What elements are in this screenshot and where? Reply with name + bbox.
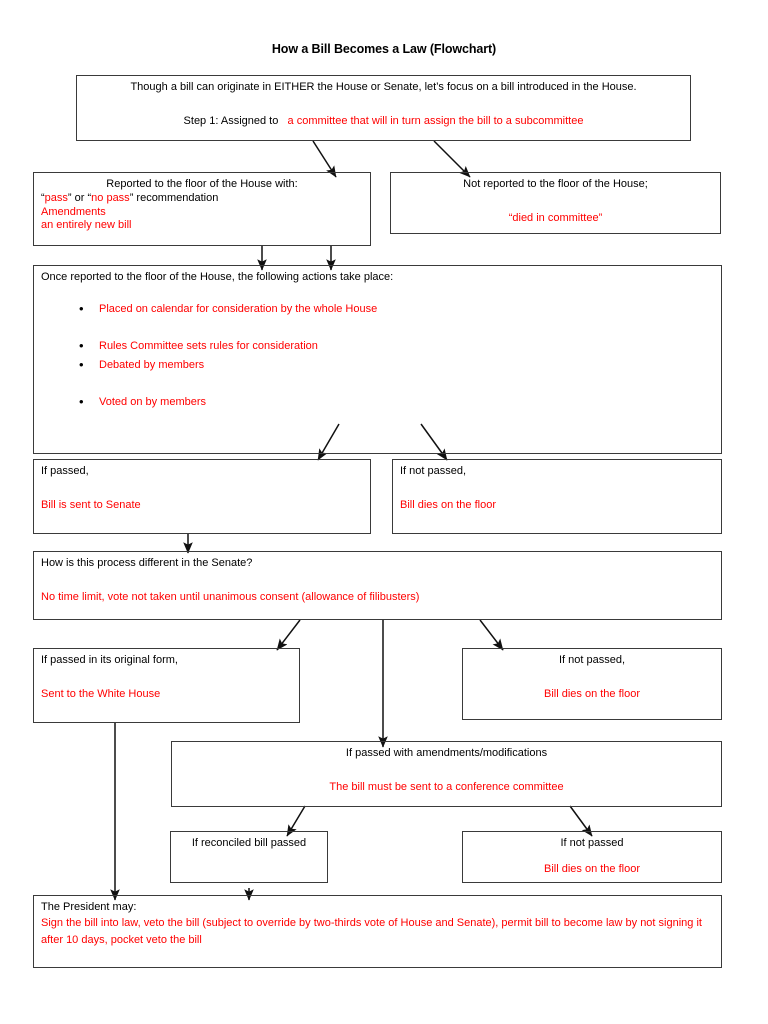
intro-step-value: a committee that will in turn assign the… xyxy=(287,114,584,127)
reported-amendments: Amendments xyxy=(41,205,106,218)
quote-mid: ” or “ xyxy=(67,191,92,204)
president-heading: The President may: xyxy=(41,901,137,913)
box-senate-not-passed: If not passed, Bill dies on the floor xyxy=(462,648,722,720)
reported-recommendation-line: “pass” or “no pass” recommendation xyxy=(41,192,363,206)
box-reported-to-floor: Reported to the floor of the House with:… xyxy=(33,172,371,246)
senate-question-heading: How is this process different in the Sen… xyxy=(41,557,253,569)
bullet-icon: • xyxy=(79,337,84,353)
senate-question-body: No time limit, vote not taken until unan… xyxy=(41,590,420,603)
reported-heading: Reported to the floor of the House with: xyxy=(106,178,298,190)
not-reported-body: “died in committee” xyxy=(508,211,603,224)
senate-original-heading: If passed in its original form, xyxy=(41,654,178,666)
house-passed-body: Bill is sent to Senate xyxy=(41,498,141,511)
senate-original-body: Sent to the White House xyxy=(41,687,161,700)
list-item: • Voted on by members xyxy=(41,393,714,409)
box-amendments-conference: If passed with amendments/modifications … xyxy=(171,741,722,807)
house-not-passed-heading: If not passed, xyxy=(400,465,467,477)
box-floor-actions: Once reported to the floor of the House,… xyxy=(33,265,722,454)
senate-not-passed-body: Bill dies on the floor xyxy=(544,687,640,700)
amended-heading: If passed with amendments/modifications xyxy=(345,747,548,759)
list-item: • Placed on calendar for consideration by… xyxy=(41,300,714,316)
floor-actions-heading: Once reported to the floor of the House,… xyxy=(41,271,394,283)
house-passed-heading: If passed, xyxy=(41,465,89,477)
reported-pass-word: pass xyxy=(44,191,68,204)
bullet-icon: • xyxy=(79,356,84,372)
conference-not-passed-body: Bill dies on the floor xyxy=(544,862,640,875)
quote-open: “ xyxy=(41,191,45,204)
intro-step-label: Step 1: Assigned to xyxy=(183,114,279,127)
box-house-not-passed: If not passed, Bill dies on the floor xyxy=(392,459,722,534)
list-item: • Rules Committee sets rules for consider… xyxy=(41,337,714,353)
arrow-senate-to-original xyxy=(276,619,301,651)
bullet-icon: • xyxy=(79,393,84,409)
list-item: • Debated by members xyxy=(41,356,714,372)
reconciled-passed-heading: If reconciled bill passed xyxy=(191,837,307,849)
box-conference-not-passed: If not passed Bill dies on the floor xyxy=(462,831,722,883)
box-senate-question: How is this process different in the Sen… xyxy=(33,551,722,620)
arrow-senate-to-not-passed xyxy=(479,619,504,651)
box-reconciled-passed: If reconciled bill passed xyxy=(170,831,328,883)
bullet-icon: • xyxy=(79,300,84,316)
president-body: Sign the bill into law, veto the bill (s… xyxy=(41,916,702,946)
page-title: How a Bill Becomes a Law (Flowchart) xyxy=(271,42,497,56)
amended-body: The bill must be sent to a conference co… xyxy=(329,780,564,793)
list-item-label: Voted on by members xyxy=(99,395,207,408)
floor-actions-list: • Placed on calendar for consideration by… xyxy=(41,300,714,409)
house-not-passed-body: Bill dies on the floor xyxy=(400,498,496,511)
box-intro: Though a bill can originate in EITHER th… xyxy=(76,75,691,141)
not-reported-heading: Not reported to the floor of the House; xyxy=(463,178,648,190)
reported-no-pass-word: no pass xyxy=(91,191,130,204)
box-not-reported: Not reported to the floor of the House; … xyxy=(390,172,721,234)
list-item-label: Placed on calendar for consideration by … xyxy=(99,302,378,315)
intro-line-2: Step 1: Assigned to a committee that wil… xyxy=(84,115,683,129)
intro-line-1: Though a bill can originate in EITHER th… xyxy=(130,81,637,93)
box-senate-original-form: If passed in its original form, Sent to … xyxy=(33,648,300,723)
box-house-passed: If passed, Bill is sent to Senate xyxy=(33,459,371,534)
list-item-label: Debated by members xyxy=(99,358,205,371)
quote-close: ” recommendation xyxy=(129,191,219,204)
box-president: The President may: Sign the bill into la… xyxy=(33,895,722,968)
conference-not-passed-heading: If not passed xyxy=(560,837,624,849)
reported-new-bill: an entirely new bill xyxy=(41,219,132,232)
senate-not-passed-heading: If not passed, xyxy=(558,654,626,666)
list-item-label: Rules Committee sets rules for considera… xyxy=(99,339,318,352)
